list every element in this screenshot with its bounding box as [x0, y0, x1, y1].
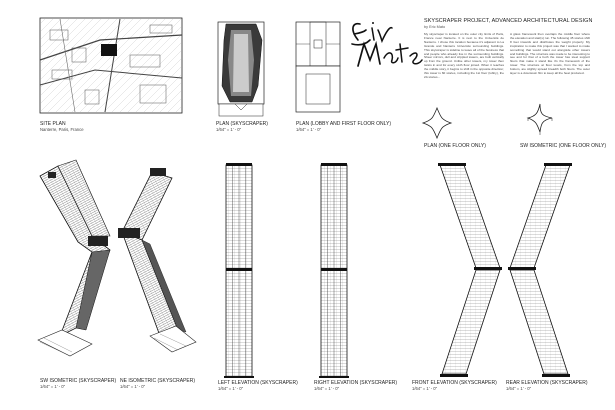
- sw-iso-one-floor-label: SW ISOMETRIC (ONE FLOOR ONLY): [520, 143, 607, 149]
- site-plan-label: SITE PLAN: [40, 121, 66, 127]
- front-elevation-scale: 1/64" = 1' - 0": [412, 386, 438, 391]
- rear-elevation-scale: 1/64" = 1' - 0": [506, 386, 532, 391]
- ne-isometric-scale: 1/64" = 1' - 0": [120, 384, 146, 389]
- ne-isometric-caption: NE ISOMETRIC (SKYSCRAPER) 1/64" = 1' - 0…: [120, 378, 195, 390]
- plan-lobby-caption: PLAN (LOBBY AND FIRST FLOOR ONLY) 1/64" …: [296, 121, 391, 133]
- rear-elevation-drawing: [508, 163, 572, 377]
- left-elevation-caption: LEFT ELEVATION (SKYSCRAPER) 1/64" = 1' -…: [218, 380, 298, 392]
- site-plan-drawing: [39, 17, 183, 114]
- plan-skyscraper-drawing: [217, 21, 265, 117]
- plan-one-floor-label: PLAN (ONE FLOOR ONLY): [424, 143, 486, 149]
- sw-isometric-label: SW ISOMETRIC (SKYSCRAPER): [40, 378, 117, 384]
- site-plan-caption: SITE PLAN Nanterre, Paris, France: [40, 121, 84, 133]
- plan-lobby-drawing: [295, 21, 341, 113]
- ne-isometric-drawing: [118, 168, 197, 353]
- left-elevation-drawing: [224, 163, 254, 378]
- plan-lobby-scale: 1/64" = 1' - 0": [296, 127, 322, 132]
- rear-elevation-label: REAR ELEVATION (SKYSCRAPER): [506, 380, 588, 386]
- plan-lobby-label: PLAN (LOBBY AND FIRST FLOOR ONLY): [296, 121, 392, 127]
- right-elevation-label: RIGHT ELEVATION (SKYSCRAPER): [314, 380, 398, 386]
- plan-one-floor-drawing: [421, 106, 453, 140]
- sw-isometric-drawing: [37, 159, 111, 357]
- sw-isometric-caption: SW ISOMETRIC (SKYSCRAPER) 1/64" = 1' - 0…: [40, 378, 116, 390]
- front-elevation-label: FRONT ELEVATION (SKYSCRAPER): [412, 380, 497, 386]
- sw-iso-one-floor-caption: SW ISOMETRIC (ONE FLOOR ONLY): [520, 143, 606, 149]
- right-elevation-caption: RIGHT ELEVATION (SKYSCRAPER) 1/64" = 1' …: [314, 380, 397, 392]
- front-elevation-caption: FRONT ELEVATION (SKYSCRAPER) 1/64" = 1' …: [412, 380, 497, 392]
- plan-skyscraper-scale: 1/64" = 1' - 0": [216, 127, 242, 132]
- project-description-1: My skyscraper is located on the outer ci…: [424, 33, 504, 79]
- project-author: by Eric Mato: [424, 25, 446, 29]
- plan-one-floor-caption: PLAN (ONE FLOOR ONLY): [424, 143, 486, 149]
- rear-elevation-caption: REAR ELEVATION (SKYSCRAPER) 1/64" = 1' -…: [506, 380, 588, 392]
- left-elevation-label: LEFT ELEVATION (SKYSCRAPER): [218, 380, 298, 386]
- site-plan-location: Nanterre, Paris, France: [40, 127, 84, 132]
- front-elevation-drawing: [438, 163, 502, 377]
- plan-skyscraper-label: PLAN (SKYSCRAPER): [216, 121, 268, 127]
- ne-isometric-label: NE ISOMETRIC (SKYSCRAPER): [120, 378, 196, 384]
- right-elevation-drawing: [319, 163, 349, 378]
- left-elevation-scale: 1/64" = 1' - 0": [218, 386, 244, 391]
- project-description-2: A glass framework then overlaps the midd…: [510, 33, 590, 76]
- sw-isometric-scale: 1/64" = 1' - 0": [40, 384, 66, 389]
- right-elevation-scale: 1/64" = 1' - 0": [314, 386, 340, 391]
- sw-iso-one-floor-drawing: [526, 103, 553, 135]
- project-title: SKYSCRAPER PROJECT, ADVANCED ARCHITECTUR…: [424, 18, 593, 24]
- plan-skyscraper-caption: PLAN (SKYSCRAPER) 1/64" = 1' - 0": [216, 121, 268, 133]
